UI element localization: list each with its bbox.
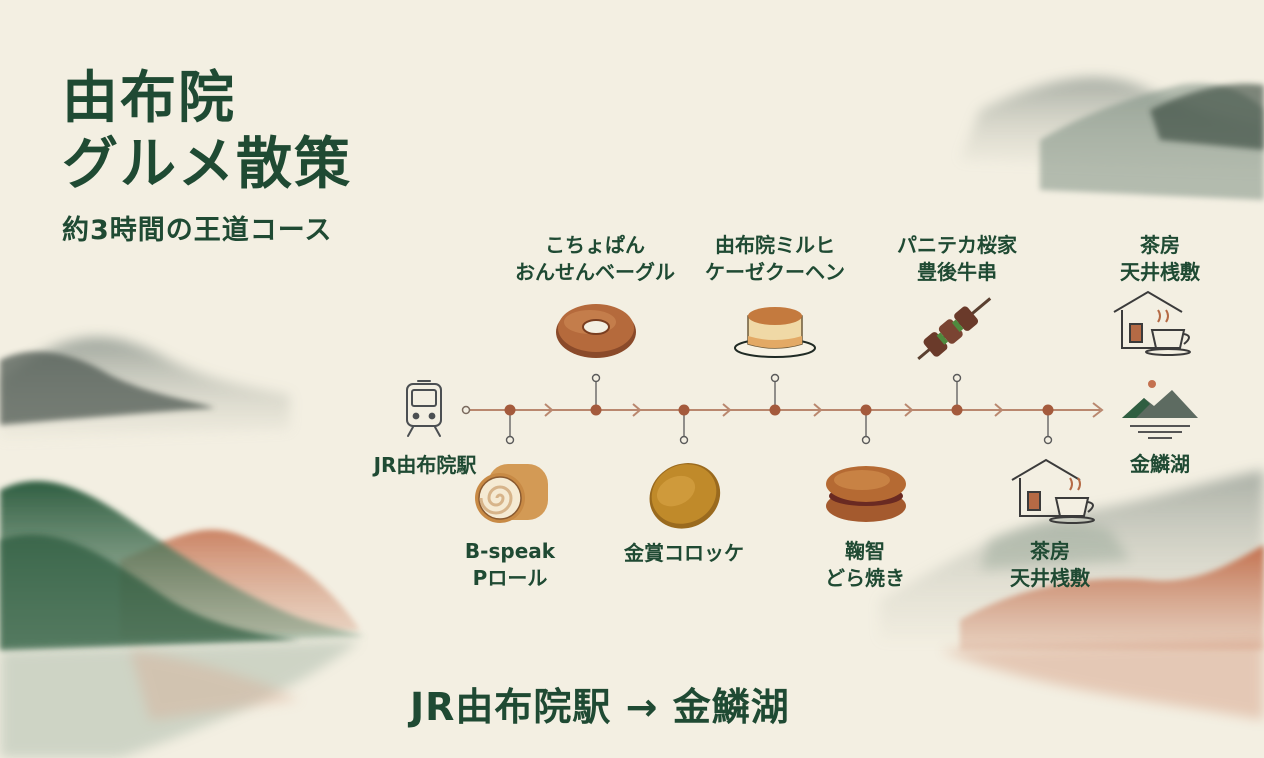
- bagel-icon: [556, 304, 636, 358]
- stop-label-dorayaki: 鞠智 どら焼き: [800, 538, 930, 592]
- stop-label-line2: 天井桟敷: [1010, 566, 1090, 590]
- timeline-connector-node: [1043, 435, 1053, 445]
- timeline-stop-dot: [1042, 404, 1054, 416]
- lake-icon: [1122, 380, 1198, 439]
- timeline-connector-node: [591, 373, 601, 383]
- dorayaki-icon: [826, 466, 906, 522]
- timeline-stop-dot: [504, 404, 516, 416]
- beef-skewer-icon: [917, 297, 992, 361]
- stop-label-line1: 金賞コロッケ: [624, 541, 744, 565]
- stop-label-roll-cake: B-speak Pロール: [440, 538, 580, 592]
- stop-label-line1: 茶房: [1140, 233, 1180, 257]
- timeline-connector-node: [505, 435, 515, 445]
- timeline-stop-dot: [678, 404, 690, 416]
- timeline-connector-node: [770, 373, 780, 383]
- timeline: [461, 373, 1104, 445]
- stop-label-cheesecake: 由布院ミルヒ ケーゼクーヘン: [690, 232, 860, 286]
- teahouse-icon-top: [1113, 290, 1191, 356]
- stop-label-teahouse-bottom: 茶房 天井桟敷: [990, 538, 1110, 592]
- timeline-chevron: [904, 403, 914, 417]
- timeline-stop-dot: [769, 404, 781, 416]
- start-label-text: JR由布院駅: [373, 453, 477, 477]
- timeline-stop-dot: [951, 404, 963, 416]
- stop-label-line2: 天井桟敷: [1120, 260, 1200, 284]
- timeline-chevron: [544, 403, 554, 417]
- timeline-end-arrow: [1092, 402, 1104, 418]
- stop-label-croquette: 金賞コロッケ: [604, 540, 764, 567]
- start-label: JR由布院駅: [355, 452, 495, 479]
- stop-label-line2: Pロール: [472, 566, 548, 590]
- roll-cake-icon: [475, 464, 548, 523]
- stop-label-line1: 茶房: [1030, 539, 1070, 563]
- mountains-right-top: [960, 77, 1264, 200]
- stop-label-line1: B-speak: [464, 539, 556, 563]
- mountains-right-bottom: [880, 470, 1264, 720]
- train-icon: [406, 380, 442, 437]
- timeline-chevron: [813, 403, 823, 417]
- timeline-chevron: [632, 403, 642, 417]
- stop-label-teahouse-top: 茶房 天井桟敷: [1100, 232, 1220, 286]
- end-label-text: 金鱗湖: [1130, 452, 1190, 476]
- teahouse-icon-bottom: [1011, 458, 1095, 524]
- stop-label-line2: 豊後牛串: [917, 260, 997, 284]
- timeline-chevrons: [544, 403, 1004, 417]
- timeline-chevron: [722, 403, 732, 417]
- timeline-connector-node: [952, 373, 962, 383]
- stop-label-line2: おんせんベーグル: [515, 260, 675, 284]
- page-title-line2: グルメ散策: [62, 132, 352, 197]
- end-label: 金鱗湖: [1100, 451, 1220, 478]
- croquette-icon: [649, 463, 721, 529]
- title-block: 由布院 グルメ散策 約3時間の王道コース: [62, 66, 352, 247]
- timeline-start-node: [461, 405, 471, 415]
- mountains-left: [0, 337, 365, 758]
- stop-label-line1: こちょぱん: [545, 233, 645, 257]
- route-summary: JR由布院駅 → 金鱗湖: [410, 685, 790, 729]
- stop-label-line1: 由布院ミルヒ: [715, 233, 835, 257]
- stop-label-beef-skewer: パニテカ桜家 豊後牛串: [882, 232, 1032, 286]
- stop-label-line1: パニテカ桜家: [897, 233, 1017, 257]
- page-subtitle: 約3時間の王道コース: [62, 215, 333, 246]
- timeline-stop-dot: [860, 404, 872, 416]
- timeline-connector-node: [861, 435, 871, 445]
- stop-label-line2: ケーゼクーヘン: [705, 260, 845, 284]
- timeline-stop-dot: [590, 404, 602, 416]
- timeline-dots: [504, 373, 1054, 445]
- timeline-chevron: [994, 403, 1004, 417]
- stop-label-line1: 鞠智: [845, 539, 885, 563]
- timeline-connector-node: [679, 435, 689, 445]
- cheesecake-icon: [734, 307, 816, 358]
- stop-label-line2: どら焼き: [825, 566, 905, 590]
- stop-label-bagel: こちょぱん おんせんベーグル: [500, 232, 690, 286]
- page-title-line1: 由布院: [62, 66, 236, 131]
